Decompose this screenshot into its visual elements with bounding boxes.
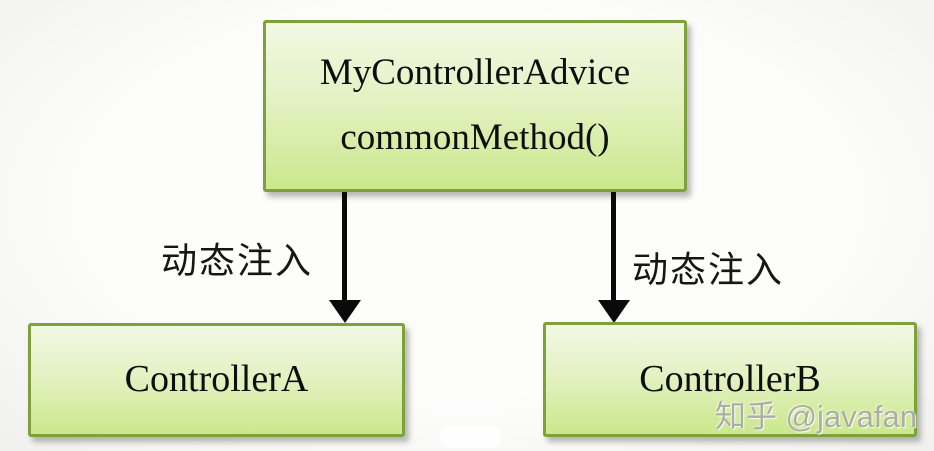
left-arrow-label: 动态注入	[161, 241, 314, 281]
controller-a-box: ControllerA	[28, 323, 405, 437]
blurred-watermark-patch	[440, 426, 500, 448]
arrow-to-controller-a-shaft	[342, 192, 347, 300]
advice-box-method: commonMethod()	[340, 117, 610, 158]
arrow-to-controller-b-head-icon	[598, 300, 630, 323]
right-arrow-label: 动态注入	[632, 250, 785, 290]
controller-b-label: ControllerB	[639, 357, 821, 400]
arrow-to-controller-a-head-icon	[329, 300, 361, 323]
advice-box: MyControllerAdvice commonMethod()	[263, 20, 687, 192]
controller-a-label: ControllerA	[124, 358, 309, 401]
advice-box-title: MyControllerAdvice	[319, 52, 631, 94]
watermark: 知乎 @javafan	[714, 399, 917, 434]
controller-b-box: ControllerB	[543, 322, 917, 437]
arrow-to-controller-b-shaft	[611, 192, 616, 300]
